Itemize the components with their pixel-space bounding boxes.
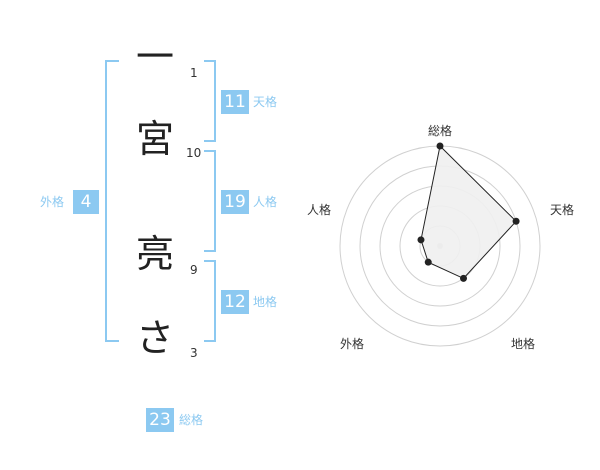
radar-series-area xyxy=(420,144,517,280)
radar-ring xyxy=(339,145,541,347)
jinkaku-value: 19 xyxy=(221,190,249,214)
radar-ring xyxy=(359,165,521,327)
radar-point-5 xyxy=(417,236,425,244)
chikaku-bracket xyxy=(204,260,216,342)
stroke-count-3: 9 xyxy=(190,263,198,277)
jinkaku-label: 人格 xyxy=(253,195,278,209)
soukaku-value: 23 xyxy=(146,408,174,432)
name-char-4: さ xyxy=(135,316,174,360)
name-char-3: 亮 xyxy=(135,232,174,276)
name-char-2: 宮 xyxy=(135,117,174,161)
jinkaku-bracket xyxy=(204,150,216,252)
chikaku-label: 地格 xyxy=(253,295,278,309)
radar-point-4 xyxy=(424,258,432,266)
tenkaku-label: 天格 xyxy=(253,95,278,109)
stroke-count-4: 3 xyxy=(190,346,198,360)
radar-label-soukaku: 総格 xyxy=(428,124,453,138)
radar-label-jinkaku: 人格 xyxy=(307,203,332,217)
radar-center xyxy=(437,243,443,249)
tenkaku-value: 11 xyxy=(221,90,249,114)
radar-ring xyxy=(399,205,481,287)
chikaku-value: 12 xyxy=(221,290,249,314)
tenkaku-bracket xyxy=(204,60,216,142)
radar-point-3 xyxy=(460,274,468,282)
radar-ring xyxy=(379,185,501,307)
radar-point-2 xyxy=(512,217,520,225)
radar-label-chikaku: 地格 xyxy=(511,337,536,351)
radar-label-tenkaku: 天格 xyxy=(550,203,575,217)
stroke-count-2: 10 xyxy=(186,146,202,160)
gaikaku-value: 4 xyxy=(73,190,99,214)
stroke-count-1: 1 xyxy=(190,66,198,80)
radar-label-gaikaku: 外格 xyxy=(340,337,365,351)
soukaku-label: 総格 xyxy=(179,413,204,427)
name-char-1: 一 xyxy=(135,35,174,79)
gaikaku-label: 外格 xyxy=(40,195,65,209)
radar-ring xyxy=(419,225,461,267)
radar-point-1 xyxy=(436,142,444,150)
gaikaku-bracket xyxy=(105,60,119,342)
